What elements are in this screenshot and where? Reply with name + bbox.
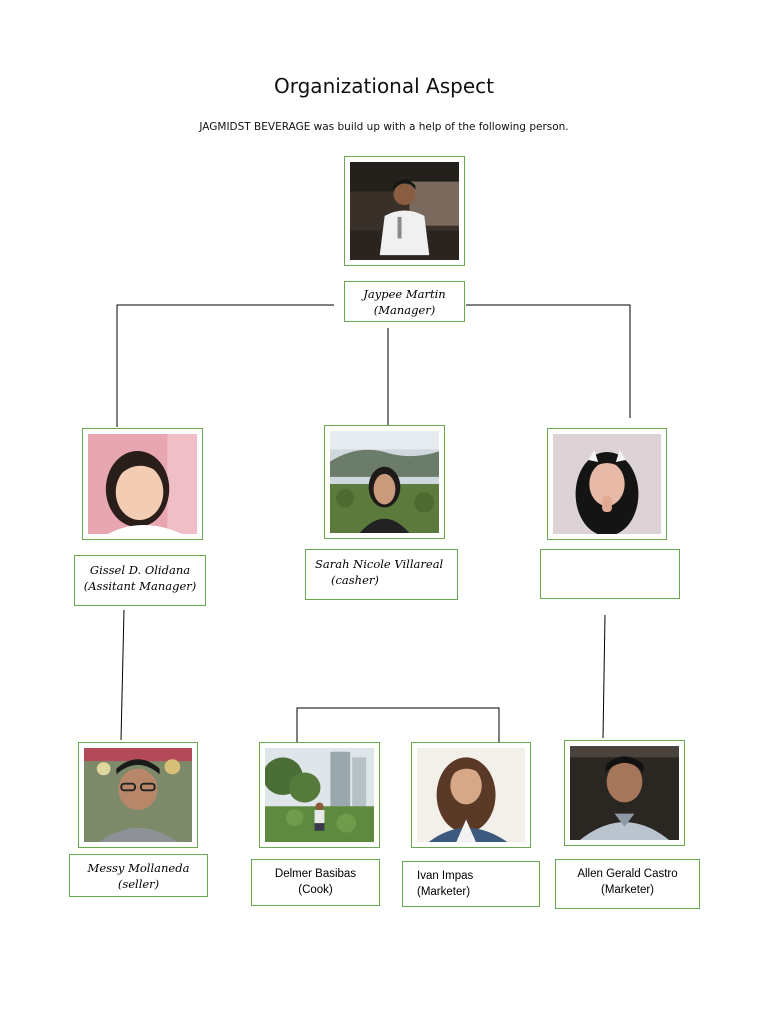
connector-cook-marketer	[297, 708, 499, 742]
manager-role: (Manager)	[345, 302, 464, 318]
marketer-ivan-role: (Marketer)	[403, 884, 539, 900]
marketer-ivan-name: Ivan Impas	[403, 868, 539, 884]
page-subtitle: JAGMIDST BEVERAGE was build up with a he…	[0, 121, 768, 133]
seller-photo	[78, 742, 198, 848]
page-title: Organizational Aspect	[0, 74, 768, 98]
cashier-role: (casher)	[306, 572, 457, 588]
cashier-label: Sarah Nicole Villareal (casher)	[305, 549, 458, 600]
cook-label: Delmer Basibas (Cook)	[251, 859, 380, 906]
assistant-manager-role: (Assitant Manager)	[75, 578, 205, 594]
seller-name: Messy Mollaneda	[70, 860, 207, 876]
team-member-photo	[547, 428, 667, 540]
connector-assistant-seller	[121, 610, 124, 740]
manager-photo	[344, 156, 465, 266]
marketer-ivan-photo	[411, 742, 531, 848]
cook-photo	[259, 742, 380, 848]
cook-name: Delmer Basibas	[252, 866, 379, 882]
connector-third-marketer	[603, 615, 605, 738]
assistant-manager-photo	[82, 428, 203, 540]
marketer-allen-role: (Marketer)	[556, 882, 699, 898]
connector-manager-right	[466, 305, 630, 418]
assistant-manager-label: Gissel D. Olidana (Assitant Manager)	[74, 555, 206, 606]
seller-label: Messy Mollaneda (seller)	[69, 854, 208, 897]
cashier-name: Sarah Nicole Villareal	[306, 556, 457, 572]
manager-label: Jaypee Martin (Manager)	[344, 281, 465, 322]
assistant-manager-name: Gissel D. Olidana	[75, 562, 205, 578]
marketer-ivan-label: Ivan Impas (Marketer)	[402, 861, 540, 907]
marketer-allen-label: Allen Gerald Castro (Marketer)	[555, 859, 700, 909]
marketer-allen-name: Allen Gerald Castro	[556, 866, 699, 882]
team-member-label	[540, 549, 680, 599]
connector-manager-left	[117, 305, 334, 427]
cook-role: (Cook)	[252, 882, 379, 898]
marketer-allen-photo	[564, 740, 685, 846]
cashier-photo	[324, 425, 445, 539]
seller-role: (seller)	[70, 876, 207, 892]
manager-name: Jaypee Martin	[345, 286, 464, 302]
